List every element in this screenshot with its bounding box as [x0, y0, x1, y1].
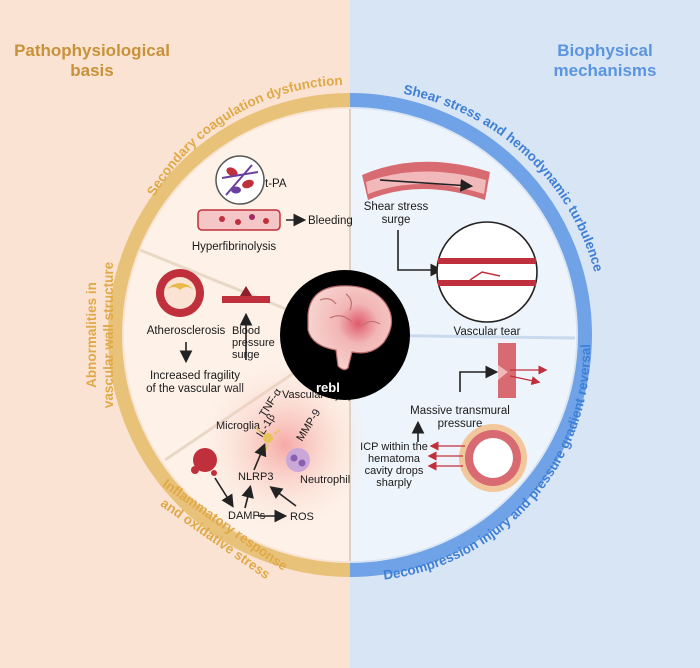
ring-label-vascular-wall: Abnormalities in vascular wall structure	[84, 261, 116, 408]
ros-neutrophil-arrow	[269, 486, 297, 507]
shear-connector	[397, 230, 444, 277]
left-heading-line2: basis	[70, 61, 113, 80]
icp-label-line4: sharply	[376, 477, 412, 489]
vascular-tear-label: Vascular tear	[454, 326, 521, 338]
left-ring	[108, 93, 351, 577]
right-ring	[349, 93, 592, 577]
atherosclerosis-label: Atherosclerosis	[147, 325, 226, 337]
damps-arrow	[214, 477, 234, 508]
shear-surge-label-line1: Shear stress	[364, 201, 429, 213]
shear-panel: Shear stress surge Vascular tear	[362, 161, 538, 338]
tpa-label: t-PA	[265, 178, 287, 190]
icp-label-line2: hematoma	[368, 453, 421, 465]
damps-nlrp3-arrow	[241, 484, 254, 509]
svg-text:Abnormalities in: Abnormalities in	[84, 282, 99, 388]
nlrp3-label: NLRP3	[238, 471, 273, 483]
hyperfibrinolysis-label: Hyperfibrinolysis	[192, 241, 277, 253]
right-heading-line2: mechanisms	[554, 61, 657, 80]
microglia-label: Microglia	[216, 420, 261, 432]
ros-label: ROS	[290, 511, 314, 523]
left-heading-line1: Pathophysiological	[14, 41, 170, 60]
icp-label-line3: cavity drops	[365, 465, 424, 477]
pressure-connector	[459, 365, 499, 392]
neutrophil-cell	[286, 448, 310, 472]
damps-label: DAMPs	[228, 510, 266, 522]
flow-arrow	[379, 178, 474, 192]
ruptured-vessel-icon	[222, 296, 270, 303]
decompression-panel: Massive transmural pressure ICP within t…	[360, 343, 548, 492]
transmural-pressure-label-line1: Massive transmural	[410, 405, 510, 417]
blood-pressure-label-line3: surge	[232, 349, 260, 361]
inflammation-panel: Vascular injury TNF-α IL-1β MMP-9 Microg…	[191, 360, 370, 530]
fragility-label-line1: Increased fragility	[150, 370, 240, 382]
vascular-tear-magnifier	[436, 221, 538, 323]
neutrophil-label: Neutrophil	[300, 474, 350, 486]
bleeding-label: Bleeding	[308, 215, 353, 227]
brain-icon	[307, 285, 393, 371]
shear-surge-label-line2: surge	[382, 214, 411, 226]
center-partial-text: rebl	[316, 380, 340, 395]
microglia-cell	[263, 433, 273, 443]
right-heading-line1: Biophysical	[557, 41, 652, 60]
center-hub: rebl	[280, 270, 410, 400]
svg-text:vascular wall structure: vascular wall structure	[101, 261, 116, 408]
ruptured-vessel-vertical	[498, 343, 516, 398]
coagulation-panel: t-PA Bleeding Hyperfibrinolysis	[192, 155, 353, 253]
icp-label-line1: ICP within the	[360, 441, 428, 453]
blood-pressure-label-line1: Blood	[232, 325, 260, 337]
transmural-pressure-label-line2: pressure	[438, 418, 483, 430]
blood-pressure-label-line2: pressure	[232, 337, 275, 349]
damaged-cell-icon	[193, 448, 217, 472]
nlrp3-arrow	[253, 443, 267, 471]
